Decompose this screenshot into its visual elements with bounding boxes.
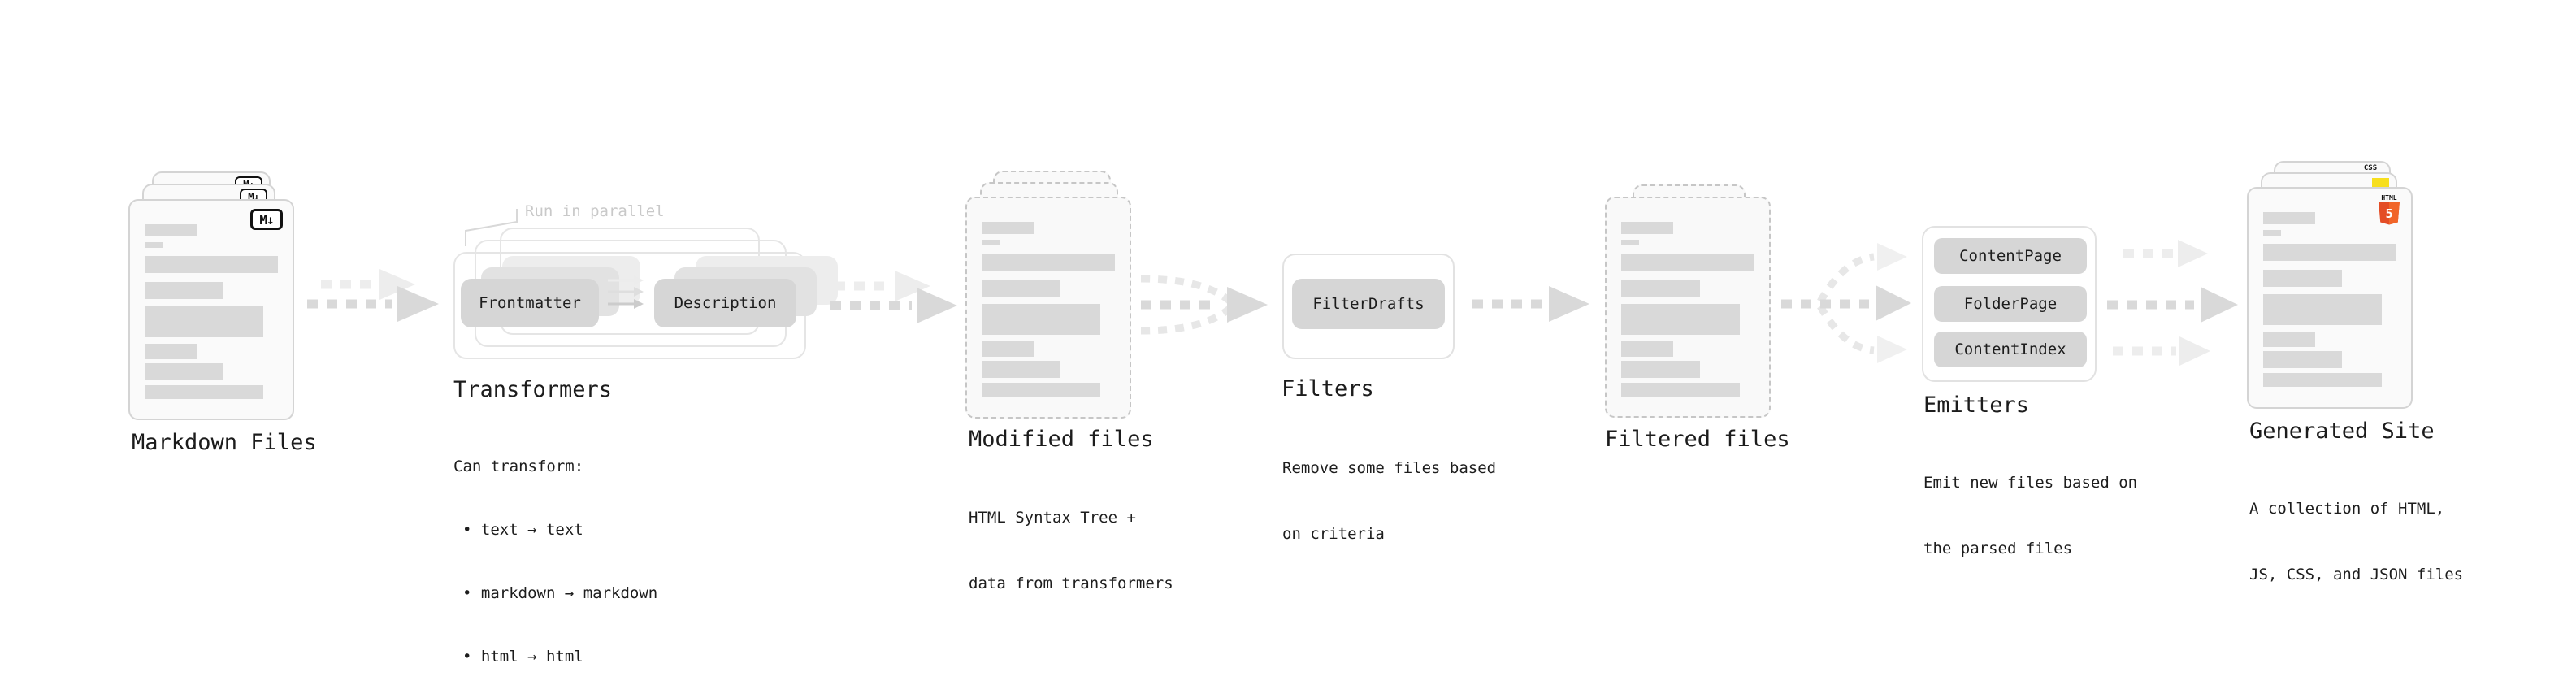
skeleton-bar — [1621, 304, 1740, 335]
skeleton-bar — [1621, 361, 1700, 378]
skeleton-bar — [145, 282, 223, 299]
transformers-note: Can transform: • text → text • markdown … — [453, 414, 657, 681]
note-line: Remove some files based — [1282, 459, 1497, 477]
modified-file-card — [965, 197, 1131, 419]
skeleton-bar — [982, 361, 1060, 378]
skeleton-bar — [2263, 212, 2315, 224]
contentpage-node: ContentPage — [1934, 238, 2087, 274]
arrow-transformers-to-modified — [830, 288, 957, 323]
skeleton-bar — [145, 256, 278, 273]
note-line: HTML Syntax Tree + — [969, 509, 1136, 527]
arrow-emitters-to-generated — [2107, 240, 2238, 366]
css-icon-word: CSS — [2363, 164, 2378, 172]
note-line: • html → html — [462, 648, 583, 666]
skeleton-bar — [145, 224, 197, 236]
arrow-modified-to-filters — [1140, 275, 1268, 335]
markdown-files-label: Markdown Files — [132, 430, 317, 455]
frontmatter-node: Frontmatter — [461, 279, 599, 327]
filters-note: Remove some files based on criteria — [1282, 414, 1496, 589]
markdown-file-card: M↓ — [128, 199, 294, 420]
arrow-filters-to-filtered — [1472, 286, 1589, 322]
modified-files-label: Modified files — [969, 427, 1154, 452]
skeleton-bar — [1621, 280, 1700, 297]
arrow-markdown-to-transformers — [307, 286, 439, 322]
note-line: data from transformers — [969, 575, 1173, 592]
filtered-file-card — [1605, 197, 1771, 418]
note-line: JS, CSS, and JSON files — [2249, 566, 2464, 583]
generated-site-note: A collection of HTML, JS, CSS, and JSON … — [2249, 454, 2463, 630]
markdown-icon: M↓ — [250, 209, 283, 230]
skeleton-bar — [2263, 351, 2342, 368]
skeleton-bar — [982, 304, 1100, 335]
skeleton-bar — [145, 363, 223, 380]
skeleton-bar — [145, 242, 163, 248]
emitters-label: Emitters — [1923, 393, 2030, 418]
filtered-files-label: Filtered files — [1605, 427, 1790, 452]
note-line: • text → text — [462, 521, 583, 539]
skeleton-bar — [2263, 230, 2281, 236]
arrow-markdown-to-transformers-ghost — [321, 269, 415, 300]
skeleton-bar — [982, 222, 1034, 234]
skeleton-bar — [1621, 240, 1639, 245]
skeleton-bar — [2263, 270, 2342, 287]
skeleton-bar — [982, 280, 1060, 297]
filters-label: Filters — [1281, 376, 1374, 401]
folderpage-node: FolderPage — [1934, 286, 2087, 322]
note-line: A collection of HTML, — [2249, 500, 2445, 518]
skeleton-bar — [1621, 341, 1673, 357]
note-line: Emit new files based on — [1923, 474, 2138, 492]
skeleton-bar — [2263, 373, 2382, 387]
arrow-transformers-to-modified-ghost — [835, 271, 930, 301]
html5-shield-icon: 5 — [2379, 202, 2400, 225]
modified-files-note: HTML Syntax Tree + data from transformer… — [969, 463, 1173, 639]
contentindex-node: ContentIndex — [1934, 332, 2087, 367]
skeleton-bar — [2263, 294, 2382, 325]
skeleton-bar — [982, 254, 1115, 271]
skeleton-bar — [145, 385, 263, 399]
description-node: Description — [654, 279, 796, 327]
generated-file-card-html: HTML 5 — [2247, 187, 2413, 409]
note-line: Can transform: — [453, 458, 584, 475]
skeleton-bar — [1621, 383, 1740, 397]
skeleton-bar — [2263, 332, 2315, 347]
html5-icon-word: HTML — [2381, 194, 2397, 202]
skeleton-bar — [982, 240, 1000, 245]
arrow-filtered-to-emitters — [1781, 243, 1911, 363]
html5-icon-number: 5 — [2385, 206, 2392, 221]
note-line: • markdown → markdown — [462, 584, 658, 602]
skeleton-bar — [145, 344, 197, 359]
skeleton-bar — [145, 306, 263, 337]
generated-site-label: Generated Site — [2249, 419, 2435, 444]
skeleton-bar — [2263, 244, 2396, 261]
skeleton-bar — [1621, 254, 1754, 271]
transformers-label: Transformers — [453, 377, 613, 402]
skeleton-bar — [982, 341, 1034, 357]
note-line: on criteria — [1282, 525, 1385, 543]
skeleton-bar — [982, 383, 1100, 397]
html5-icon: HTML 5 — [2379, 194, 2400, 228]
emitters-note: Emit new files based on the parsed files — [1923, 428, 2137, 604]
skeleton-bar — [1621, 222, 1673, 234]
filterdrafts-node: FilterDrafts — [1292, 279, 1445, 329]
run-in-parallel-annotation: Run in parallel — [525, 202, 665, 220]
note-line: the parsed files — [1923, 540, 2073, 557]
